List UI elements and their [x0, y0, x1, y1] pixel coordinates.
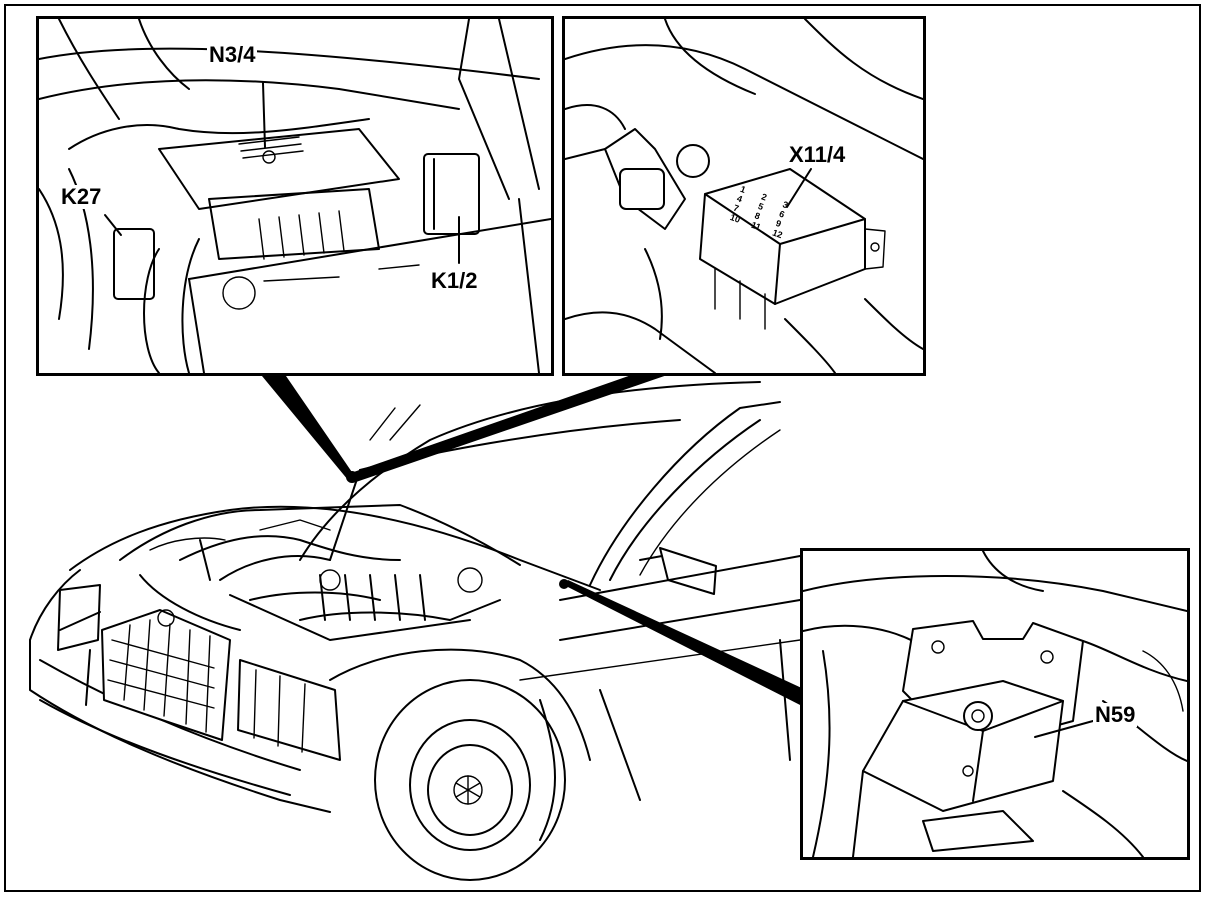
n59-module-drawing	[803, 551, 1187, 857]
inset-fuse-box: 1 2 3 4 5 6 7 8 9 10 11 12 X11/4	[562, 16, 926, 376]
fuse-box-drawing	[565, 19, 923, 373]
inset-engine-bay: N3/4 K27 K1/2	[36, 16, 554, 376]
label-k27: K27	[59, 184, 104, 209]
pointer-dot-hood	[346, 471, 358, 483]
pointer-dot-fender	[559, 579, 569, 589]
leader-wedge-engine	[262, 376, 356, 480]
leader-k27	[104, 214, 122, 236]
leader-x11-4	[786, 168, 812, 208]
leader-wedge-n59	[562, 580, 806, 708]
label-x11-4: X11/4	[787, 142, 848, 167]
label-n3-4: N3/4	[207, 42, 258, 67]
leader-n3-4	[262, 82, 266, 148]
leader-n59	[1034, 720, 1094, 738]
leader-wedge-fusebox	[348, 372, 676, 482]
label-k1-2: K1/2	[429, 268, 480, 293]
inset-n59-module: N59	[800, 548, 1190, 860]
label-n59: N59	[1093, 702, 1138, 727]
engine-bay-drawing	[39, 19, 551, 373]
